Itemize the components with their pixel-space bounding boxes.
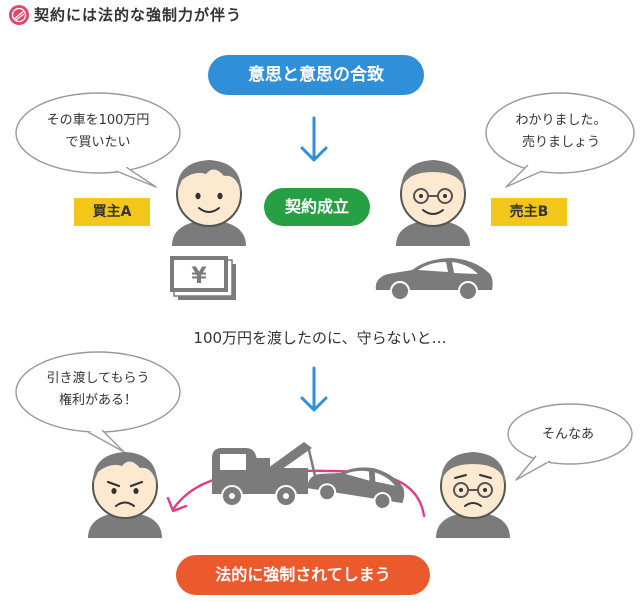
middle-text: 100万円を渡したのに、守らないと… [193, 329, 447, 347]
speech-bubble [507, 403, 633, 481]
seller-tag: 売主B [491, 198, 567, 226]
buyer-tag: 買主A [74, 198, 150, 226]
header-title: 契約には法的な強制力が伴う [34, 6, 243, 24]
seller-bottom-bubble-text: そんなあ [518, 424, 618, 446]
bubble-line: 引き渡してもらう [46, 371, 150, 386]
buyer-face-icon [88, 452, 162, 538]
buyer-top-bubble-text: その車を100万円 で買いたい [28, 110, 168, 154]
bubble-line: その車を100万円 [46, 113, 150, 128]
seller-face-icon [436, 452, 510, 538]
contract-pill: 契約成立 [264, 188, 370, 226]
bubble-line: 権利がある！ [58, 393, 137, 408]
tow-truck-icon [212, 442, 405, 510]
car-icon [375, 258, 493, 301]
speech-bubble [15, 92, 181, 188]
buyer-bottom-bubble-text: 引き渡してもらう 権利がある！ [28, 368, 168, 412]
seller-top-bubble-text: わかりました。 売りましょう [496, 110, 626, 154]
speech-bubble [485, 92, 635, 188]
bubble-line: そんなあ [541, 427, 594, 442]
speech-bubble [15, 351, 181, 453]
down-arrow-icon [300, 116, 328, 162]
down-arrow-icon [300, 366, 328, 412]
yen-symbol: ¥ [191, 264, 207, 289]
buyer-face-icon [172, 160, 246, 246]
seller-face-icon [396, 160, 470, 246]
bubble-line: 売りましょう [521, 135, 600, 150]
bubble-line: で買いたい [65, 135, 131, 150]
logo-icon [9, 5, 29, 25]
agreement-pill: 意思と意思の合致 [208, 55, 424, 95]
bubble-line: わかりました。 [515, 113, 607, 128]
result-pill: 法的に強制されてしまう [176, 555, 430, 595]
yen-bills-icon: ¥ [170, 256, 236, 300]
